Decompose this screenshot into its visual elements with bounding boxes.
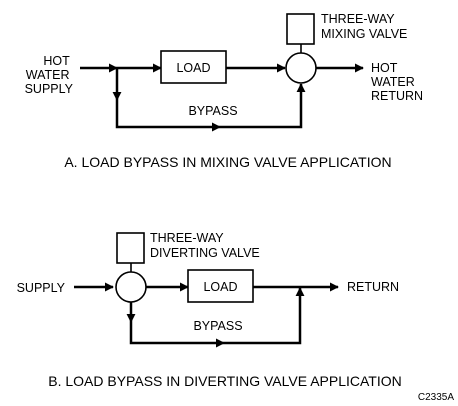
valve-actuator [116,232,145,264]
supply-label: SUPPLY [17,281,66,295]
load-label: LOAD [176,61,210,75]
load-label: LOAD [203,280,237,294]
return-label: RETURN [347,280,399,294]
valve-label: THREE-WAY DIVERTING VALVE [150,231,260,260]
bypass-return-line [220,83,306,129]
load-box [187,269,254,303]
caption-a: A. LOAD BYPASS IN MIXING VALVE APPLICATI… [64,154,391,170]
bypass-return-line [224,287,305,345]
mixing-valve-diagram: LOAD HOT WATER SUPPLY THREE-WAY MIXING V… [25,12,424,170]
supply-label: HOT WATER SUPPLY [25,54,74,96]
caption-b: B. LOAD BYPASS IN DIVERTING VALVE APPLIC… [48,373,401,389]
figure-code: C2335A [418,392,454,403]
return-label: HOT WATER RETURN [371,61,423,103]
valve-label: THREE-WAY MIXING VALVE [321,12,407,41]
mixing-valve-body [285,52,317,84]
bypass-line [129,322,210,345]
bypass-label: BYPASS [193,319,242,333]
bypass-label: BYPASS [188,104,237,118]
diverting-valve-diagram: LOAD SUPPLY THREE-WAY DIVERTING VALVE RE… [17,231,455,403]
diverting-valve-body [115,271,147,303]
valve-actuator [286,13,315,45]
bypass-line [115,100,206,129]
